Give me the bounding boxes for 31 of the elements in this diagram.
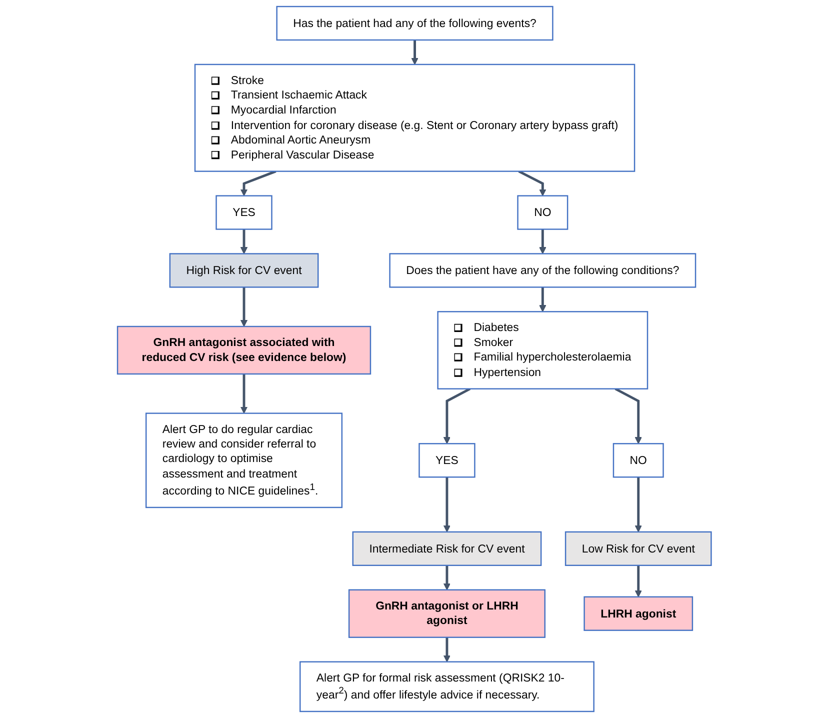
node-box (194, 64, 635, 172)
arrow (443, 388, 470, 444)
arrow (410, 40, 418, 65)
arrow (240, 170, 276, 196)
arrow (443, 477, 450, 532)
node-box (352, 531, 542, 566)
node-box (168, 253, 318, 288)
node-box (116, 326, 371, 375)
node-box (564, 531, 712, 566)
node-box (388, 253, 696, 288)
node-box (276, 6, 553, 41)
node-box (436, 311, 648, 390)
node-box (215, 195, 272, 230)
node-box (348, 589, 546, 638)
node-box (612, 443, 664, 478)
arrow (240, 374, 248, 414)
arrow (518, 170, 546, 196)
node-box (418, 443, 475, 478)
node-box (299, 661, 594, 712)
node-box (516, 195, 568, 230)
arrow (614, 388, 642, 444)
arrow (443, 565, 450, 590)
node-box (583, 596, 693, 631)
arrow (634, 477, 642, 532)
arrow (538, 229, 546, 254)
arrow (443, 637, 450, 662)
node-box (145, 412, 342, 508)
arrow (538, 287, 546, 312)
arrow (240, 287, 248, 327)
arrow (634, 565, 642, 598)
arrow (240, 229, 248, 254)
